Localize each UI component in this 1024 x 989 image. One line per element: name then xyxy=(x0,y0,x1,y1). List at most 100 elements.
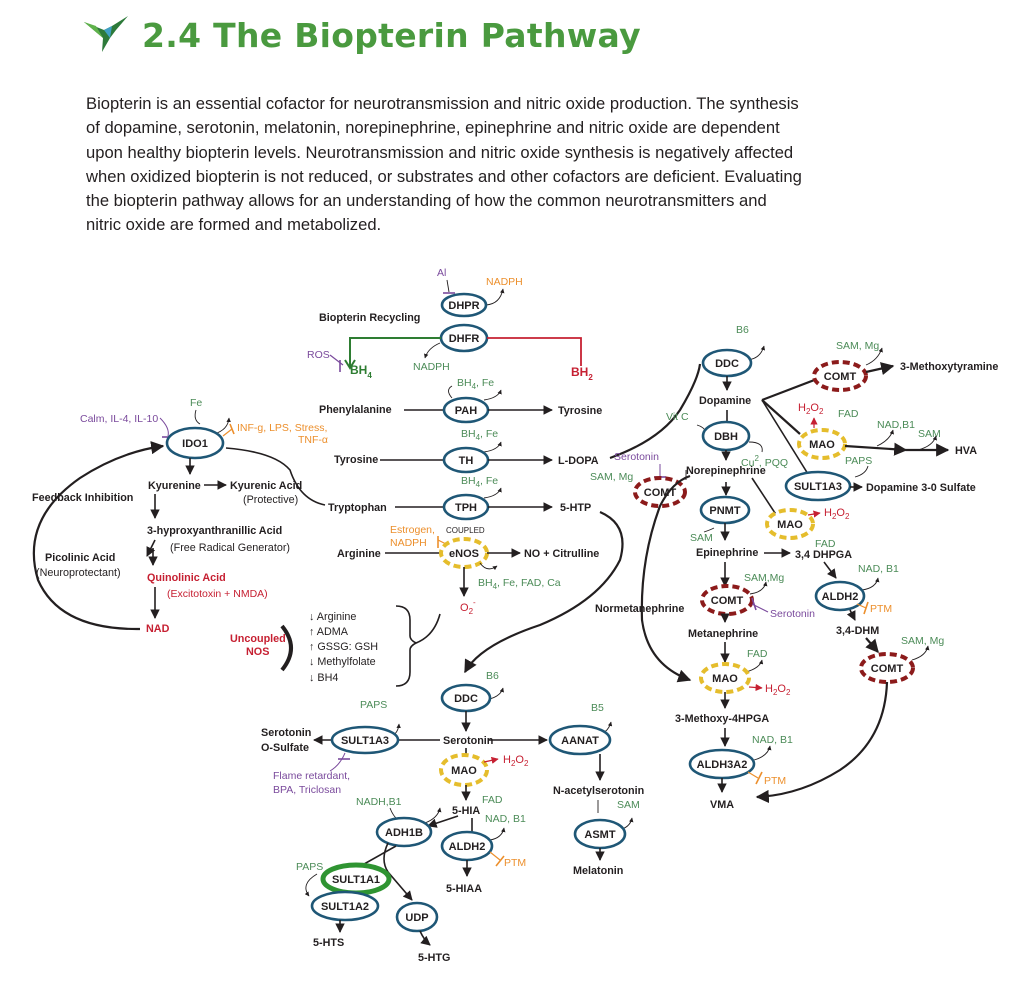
dhpga-label: 3,4 DHPGA xyxy=(795,549,852,561)
adh1b-enzyme xyxy=(375,816,433,848)
mao-nor-fad: FAD xyxy=(815,538,836,550)
al-label: Al xyxy=(437,267,446,279)
ido1-enzyme xyxy=(165,426,225,460)
aldh2-dopa-label: ALDH2 xyxy=(822,591,859,603)
methoxytyramine-label: 3-Methoxytyramine xyxy=(900,361,998,373)
hva-label: HVA xyxy=(955,445,977,457)
dhpr-enzyme xyxy=(440,292,488,318)
comt-epi-cof: SAM,Mg xyxy=(744,572,784,584)
adh1b-label: ADH1B xyxy=(385,827,423,839)
dopamine-module: B6 DDC Dopamine SAM, Mg COMT 3-Methoxyty… xyxy=(590,324,998,811)
aldh3a2-cof: NAD, B1 xyxy=(752,734,793,746)
enos-cofactors: BH4, Fe, FAD, Ca xyxy=(478,577,561,591)
bh2-to-bh4-arrow xyxy=(349,337,441,366)
comt-enzyme-norepinephrine xyxy=(633,476,687,508)
ido-activators-2: TNF-α xyxy=(298,434,328,446)
ido-module: Calm, IL-4, IL-10 Fe IDO1 INF-g, LPS, St… xyxy=(32,397,328,635)
dbh-cofactors: Cu2, PQQ xyxy=(741,454,788,469)
pah-label: PAH xyxy=(455,405,477,417)
ido1-label: IDO1 xyxy=(182,438,208,450)
hva-sam: SAM xyxy=(918,428,941,440)
ido-inhibitors: Calm, IL-4, IL-10 xyxy=(80,413,158,425)
mao-enzyme-norepinephrine xyxy=(765,508,815,540)
serotonin-label: Serotonin xyxy=(443,735,493,747)
mao-label: MAO xyxy=(451,765,477,777)
comt-epi-inhibitor: Serotonin xyxy=(770,608,815,620)
tyrosine-substrate: Tyrosine xyxy=(334,454,378,466)
mao-enzyme-dopamine xyxy=(797,428,847,460)
hva-nadb1: NAD,B1 xyxy=(877,419,915,431)
sult1a3-enzyme-dopamine xyxy=(784,470,852,502)
ptm-aldh3a2: PTM xyxy=(764,775,786,787)
tryptophan-label: Tryptophan xyxy=(328,502,387,514)
th-cofactor: BH4, Fe xyxy=(461,428,498,442)
sult-dopa-label: SULT1A3 xyxy=(794,481,842,493)
picolinic-note: (Neuroprotectant) xyxy=(36,567,121,579)
sult1a1-label: SULT1A1 xyxy=(332,874,380,886)
tyrosine-product: Tyrosine xyxy=(558,405,602,417)
bh4-label: BH4 xyxy=(350,363,372,380)
ptm-serotonin: PTM xyxy=(504,857,526,869)
ddc-b6: B6 xyxy=(486,670,499,682)
5hiaa-label: 5-HIAA xyxy=(446,883,482,895)
flame-retardant-2: BPA, Triclosan xyxy=(273,784,341,796)
pnmt-sam: SAM xyxy=(690,532,713,544)
comt-dhm-cof: SAM, Mg xyxy=(901,635,944,647)
ido-fe: Fe xyxy=(190,397,202,409)
intro-line: the biopterin pathway allows for an unde… xyxy=(86,191,767,211)
feedback-label: Feedback Inhibition xyxy=(32,492,133,504)
h2o2-dopa: H2O2 xyxy=(798,402,824,416)
norepinephrine-label: Norepinephrine xyxy=(686,465,766,477)
dhm-label: 3,4-DHM xyxy=(836,625,879,637)
tph-label: TPH xyxy=(455,502,477,514)
5hts-label: 5-HTS xyxy=(313,937,344,949)
intro-line: when oxidized biopterin is not reduced, … xyxy=(86,166,802,186)
aldh2-dopa-cof: NAD, B1 xyxy=(858,563,899,575)
aldh2-cofactor: NAD, B1 xyxy=(485,813,526,825)
5htp-label: 5-HTP xyxy=(560,502,591,514)
h2o2-met: H2O2 xyxy=(765,683,791,697)
kyurenic-acid-label: Kyurenic Acid xyxy=(230,480,302,492)
enos-label: eNOS xyxy=(449,548,479,560)
nacetyl-label: N-acetylserotonin xyxy=(553,785,644,797)
udp-enzyme xyxy=(395,901,439,933)
nos-nadph-label: NADPH xyxy=(390,537,427,549)
uncoupled-label-1: Uncoupled xyxy=(230,633,286,645)
comt-nor-inhibitor: Serotonin xyxy=(614,451,659,463)
dhfr-label: DHFR xyxy=(449,333,480,345)
no-citrulline-label: NO + Citrulline xyxy=(524,548,599,560)
quinolinic-note: (Excitotoxin + NMDA) xyxy=(167,588,268,600)
normetanephrine-label: Normetanephrine xyxy=(595,603,684,615)
phenylalanine-label: Phenylalanine xyxy=(319,404,392,416)
aanat-b5: B5 xyxy=(591,702,604,714)
intro-line: Biopterin is an essential cofactor for n… xyxy=(86,94,799,113)
sult1a3-label: SULT1A3 xyxy=(341,735,389,747)
ptm-dopa: PTM xyxy=(870,603,892,615)
dbh-label: DBH xyxy=(714,431,738,443)
pah-cofactor: BH4, Fe xyxy=(457,377,494,391)
nadph-top-label: NADPH xyxy=(486,276,523,288)
udp-label: UDP xyxy=(405,912,428,924)
serotonin-sulfate-2: O-Sulfate xyxy=(261,742,309,754)
coupled-label: COUPLED xyxy=(446,526,485,535)
mao-nor-label: MAO xyxy=(777,519,803,531)
nos-factor: ↓ Methylfolate xyxy=(309,656,376,668)
pnmt-label: PNMT xyxy=(709,505,740,517)
comt-nor-label: COMT xyxy=(644,487,677,499)
melatonin-label: Melatonin xyxy=(573,865,623,877)
h2o2-serotonin: H2O2 xyxy=(503,754,529,768)
kyurenic-note: (Protective) xyxy=(243,494,298,506)
sult-dopa-paps: PAPS xyxy=(845,455,872,467)
adh1b-cofactor: NADH,B1 xyxy=(356,796,402,808)
vma-label: VMA xyxy=(710,799,734,811)
nad-label: NAD xyxy=(146,623,170,635)
asmt-label: ASMT xyxy=(584,829,615,841)
intro-line: upon healthy biopterin levels. Neurotran… xyxy=(86,142,794,162)
intro-line: of dopamine, serotonin, melatonin, norep… xyxy=(86,118,780,138)
comt-nor-cof: SAM, Mg xyxy=(590,471,633,483)
sult1a1-paps: PAPS xyxy=(296,861,323,873)
serotonin-sulfate-1: Serotonin xyxy=(261,727,311,739)
paps-label: PAPS xyxy=(360,699,387,711)
arginine-label: Arginine xyxy=(337,548,381,560)
ldopa-label: L-DOPA xyxy=(558,455,599,467)
